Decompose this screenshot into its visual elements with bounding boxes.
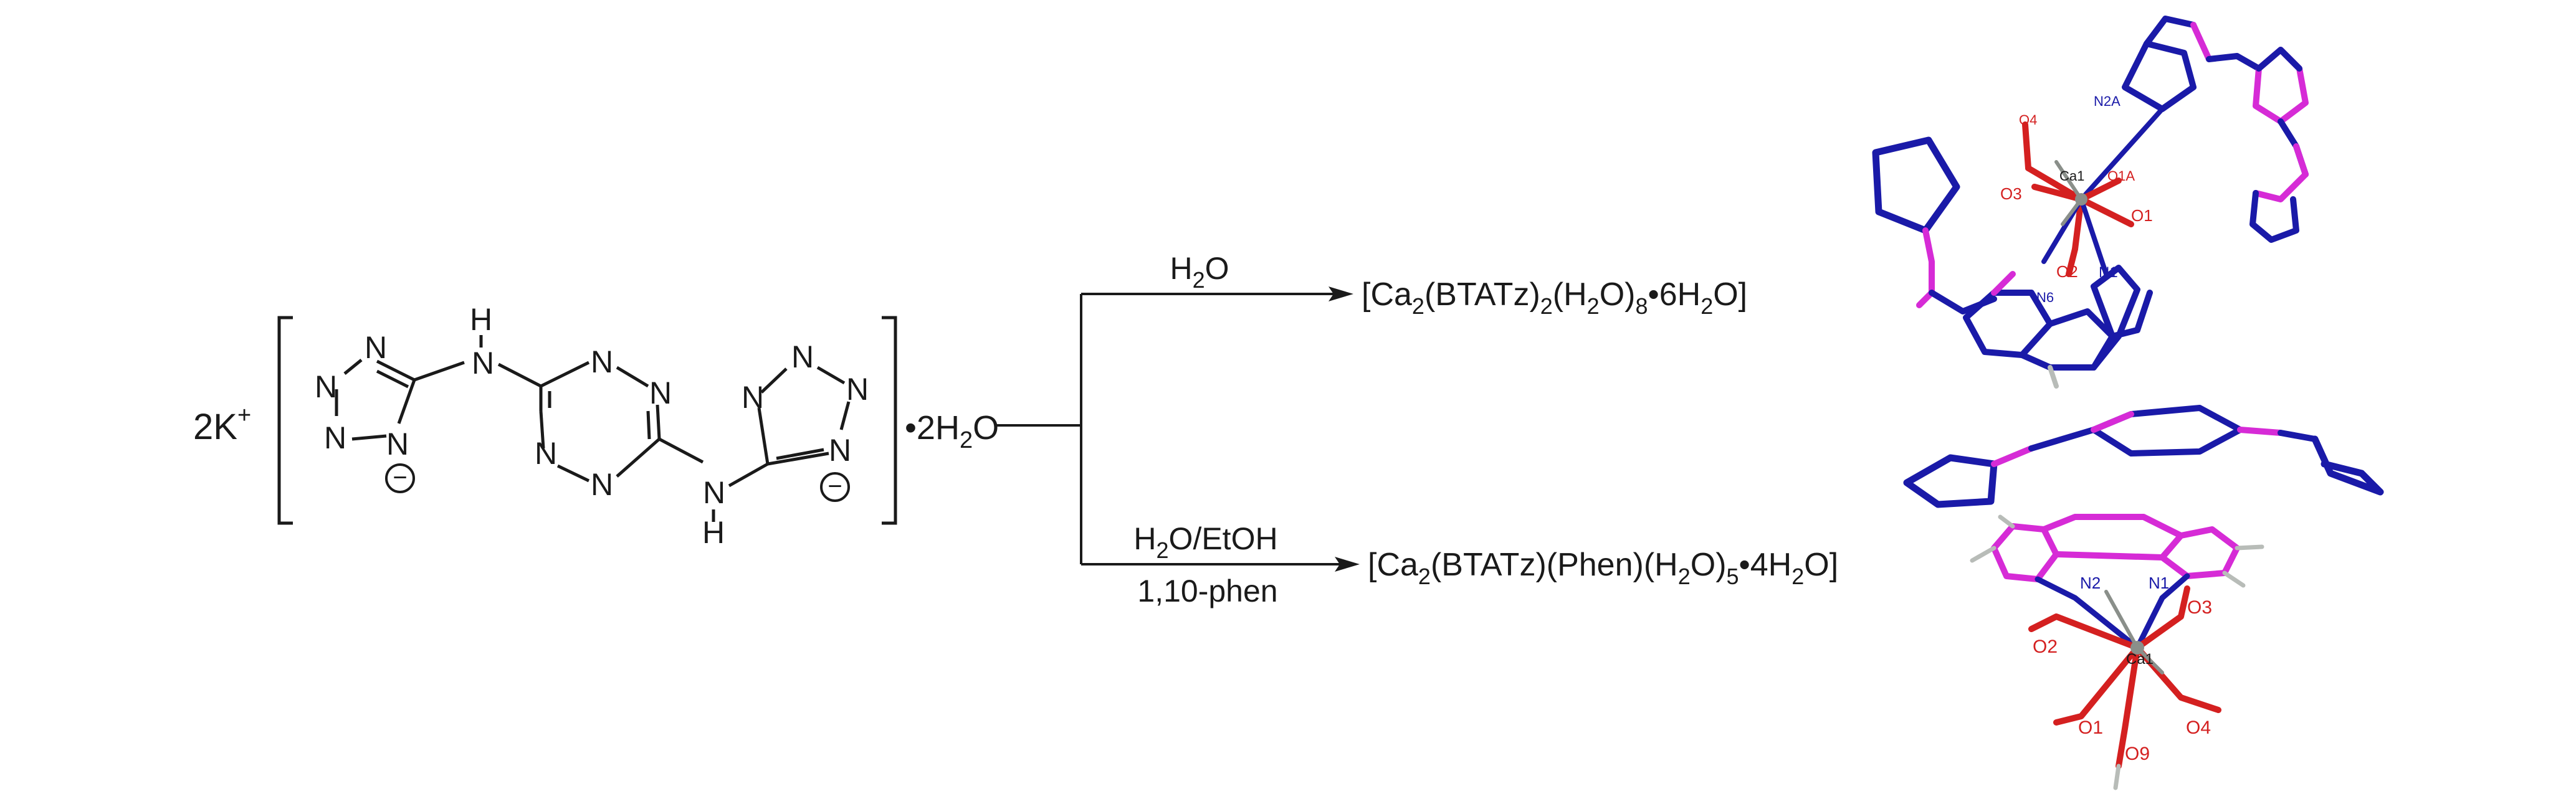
atom-n: N <box>365 330 387 365</box>
atom-n: N <box>791 339 814 374</box>
atom-label: O2 <box>2033 636 2058 657</box>
product-1-formula: [Ca2(BTATz)2(H2O)8•6H2O] <box>1362 277 1747 319</box>
atom-label: O3 <box>2187 597 2212 618</box>
arrowhead-bottom <box>1335 557 1360 572</box>
atom-h: H <box>702 515 725 550</box>
potassium-salt: 2K+ N N N N − H N <box>193 302 999 550</box>
crystal-structure-ligand <box>1903 405 2384 508</box>
atom-n: N <box>315 369 337 404</box>
atom-n: N <box>649 376 672 410</box>
atom-n: N <box>846 372 869 407</box>
atom-label: Ca1 <box>2059 168 2084 184</box>
atom-label: N1 <box>2149 574 2169 592</box>
atom-label: N2 <box>2080 574 2101 592</box>
atom-label: O1 <box>2078 717 2103 738</box>
minus-charge-right: − <box>820 472 850 502</box>
reaction-1-condition: H2O <box>1170 251 1229 293</box>
svg-text:−: − <box>393 464 407 491</box>
cation-label: 2K+ <box>193 402 251 447</box>
right-tetrazole-ring <box>757 366 851 466</box>
atom-label: Ca1 <box>2126 651 2154 668</box>
product-2-formula: [Ca2(BTATz)(Phen)(H2O)5•4H2O] <box>1368 547 1838 589</box>
atom-label: O1A <box>2107 168 2135 184</box>
atom-n: N <box>591 467 613 502</box>
crystal-structure-bottom <box>1970 514 2264 790</box>
atom-n: N <box>324 420 346 455</box>
crystal-structure-top <box>1872 16 2309 389</box>
atom-label: O1 <box>2131 206 2153 225</box>
atom-label: O4 <box>2186 717 2211 738</box>
reaction-2-condition: H2O/EtOH <box>1133 521 1277 563</box>
bracket-left <box>277 316 293 525</box>
atom-n: N <box>386 427 409 461</box>
left-tetrazole-ring <box>335 359 465 441</box>
atom-label: O4 <box>2019 112 2037 128</box>
atom-n: N <box>472 346 494 381</box>
atom-label: O3 <box>2000 184 2022 203</box>
atom-label: N2A <box>2094 93 2120 109</box>
reaction-2-ligand: 1,10-phen <box>1137 574 1277 608</box>
atom-label: O9 <box>2125 744 2150 764</box>
reaction-arrows <box>997 286 1360 572</box>
atom-n: N <box>703 475 725 510</box>
tetrazine-ring <box>539 361 661 483</box>
atom-label: O2 <box>2056 262 2078 281</box>
svg-text:−: − <box>828 473 842 500</box>
arrowhead-top <box>1329 286 1353 301</box>
atom-n: N <box>535 436 557 471</box>
hydrate-label: •2H2O <box>905 409 999 453</box>
atom-label: N1 <box>2099 264 2118 281</box>
atom-n: N <box>742 380 764 415</box>
atom-h: H <box>470 302 492 337</box>
atom-n: N <box>829 433 851 468</box>
minus-charge-left: − <box>385 463 415 493</box>
bracket-right <box>882 316 897 525</box>
atom-label: N6 <box>2036 290 2054 305</box>
atom-n: N <box>591 344 613 379</box>
